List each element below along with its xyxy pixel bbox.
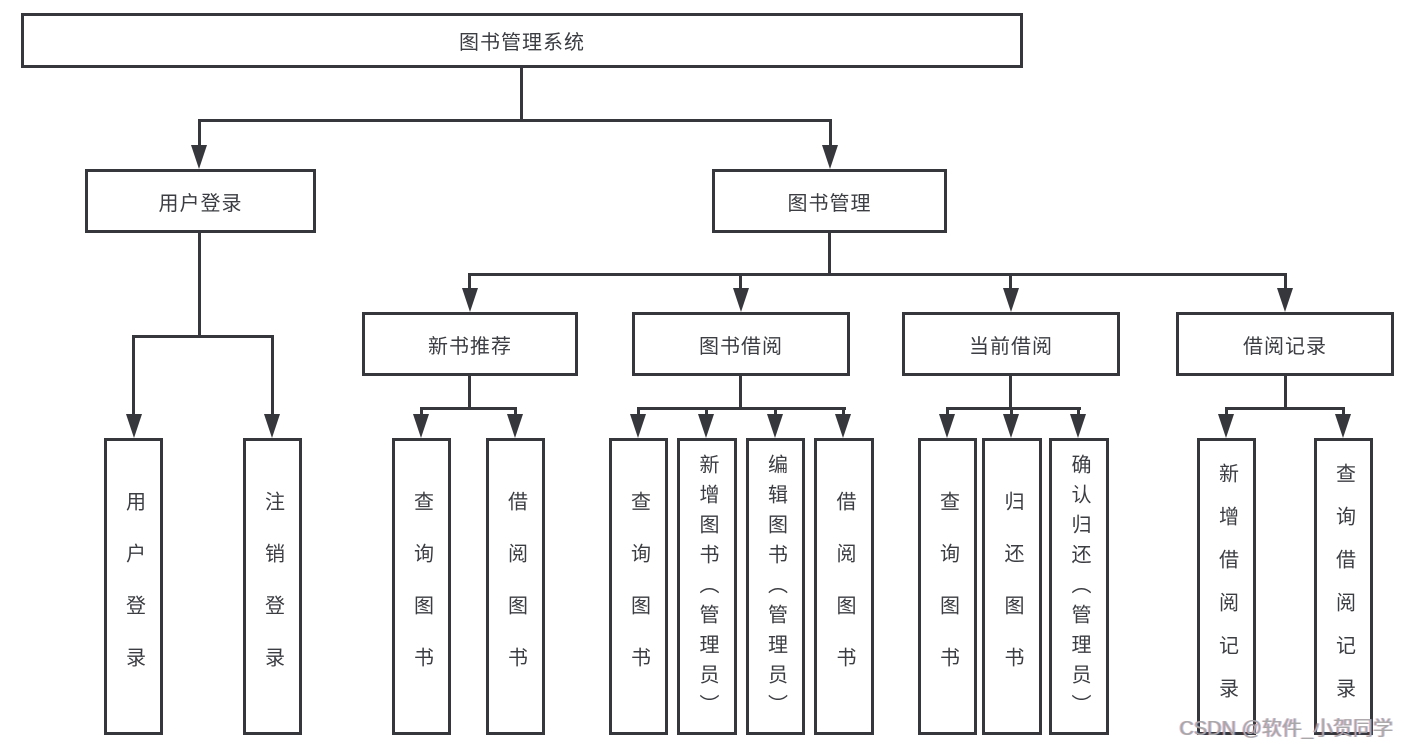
node-new-book-recommend-label: 新书推荐 [428, 335, 512, 358]
watermark-text: CSDN @软件_小贺同学 [1179, 718, 1393, 740]
connector-new-book-stem [468, 376, 471, 410]
arrowhead-return-books [1003, 414, 1019, 438]
leaf-return-books-label: 归还图书 [1001, 490, 1023, 699]
node-library-system-label: 图书管理系统 [459, 32, 585, 54]
arrowhead-borrow-books-1 [507, 414, 523, 438]
leaf-borrow-books-recommend: 借阅图书 [486, 438, 545, 735]
leaf-add-borrow-record: 新增借阅记录 [1197, 438, 1256, 735]
connector-leg-query-record [1342, 407, 1345, 418]
node-book-borrow-label: 图书借阅 [699, 335, 783, 358]
connector-leg-borrow-books-2 [842, 407, 845, 418]
connector-leg-borrow-records [1284, 273, 1287, 290]
connector-leg-add-record [1225, 407, 1228, 418]
arrowhead-query-books-3 [939, 414, 955, 438]
arrowhead-query-books-2 [630, 414, 646, 438]
leaf-edit-books-admin: 编辑图书（管理员） [746, 438, 805, 735]
connector-borrow-records-stem [1284, 376, 1287, 410]
connector-leg-return-books [1010, 407, 1013, 418]
connector-leg-leaf-user-login [132, 335, 135, 417]
node-book-management: 图书管理 [712, 169, 947, 233]
leaf-borrow-books-borrow-label: 借阅图书 [833, 490, 855, 699]
connector-leg-query-books-2 [637, 407, 640, 418]
connector-leg-book-management [829, 119, 832, 147]
connector-login-branch [133, 335, 274, 338]
connector-level2-branch [198, 119, 832, 122]
node-book-borrow: 图书借阅 [632, 312, 850, 376]
arrowhead-book-borrow [733, 288, 749, 312]
arrowhead-user-login [191, 145, 207, 169]
leaf-query-books-current-label: 查询图书 [936, 490, 959, 699]
arrowhead-edit-books [767, 414, 783, 438]
leaf-return-books: 归还图书 [982, 438, 1042, 735]
leaf-query-books-borrow: 查询图书 [609, 438, 668, 735]
arrowhead-confirm-return [1070, 414, 1086, 438]
node-user-login: 用户登录 [85, 169, 316, 233]
arrowhead-new-book [462, 288, 478, 312]
node-book-management-label: 图书管理 [787, 192, 872, 215]
leaf-query-borrow-record-label: 查询借阅记录 [1332, 463, 1355, 721]
arrowhead-query-books-1 [413, 414, 429, 438]
node-library-system: 图书管理系统 [21, 13, 1023, 68]
node-new-book-recommend: 新书推荐 [362, 312, 578, 376]
connector-leg-current-borrow [1009, 273, 1012, 290]
leaf-add-books-admin-label: 新增图书（管理员） [696, 454, 718, 724]
arrowhead-borrow-records [1277, 288, 1293, 312]
node-borrow-records: 借阅记录 [1176, 312, 1394, 376]
connector-book-management-stem [828, 233, 831, 276]
connector-leg-leaf-logout [271, 335, 274, 417]
leaf-confirm-return-admin: 确认归还（管理员） [1049, 438, 1109, 735]
connector-leg-confirm-return [1077, 407, 1080, 418]
connector-borrow-branch [637, 407, 846, 410]
connector-leg-user-login [198, 119, 201, 147]
arrowhead-add-record [1218, 414, 1234, 438]
leaf-query-books-current: 查询图书 [918, 438, 977, 735]
node-current-borrow: 当前借阅 [902, 312, 1120, 376]
leaf-logout-label: 注销登录 [261, 490, 284, 699]
arrowhead-borrow-books-2 [835, 414, 851, 438]
arrowhead-leaf-user-login [126, 414, 142, 438]
node-borrow-records-label: 借阅记录 [1243, 335, 1327, 358]
arrowhead-book-management [822, 145, 838, 169]
connector-user-login-stem [198, 232, 201, 338]
connector-leg-borrow-books-1 [514, 407, 517, 418]
connector-root-stem [520, 68, 523, 120]
leaf-borrow-books-borrow: 借阅图书 [814, 438, 874, 735]
connector-book-borrow-stem [739, 376, 742, 410]
leaf-user-login: 用户登录 [104, 438, 163, 735]
connector-leg-query-books-3 [946, 407, 949, 418]
arrowhead-add-books [698, 414, 714, 438]
connector-current-branch [946, 407, 1081, 410]
node-user-login-label: 用户登录 [158, 192, 243, 215]
leaf-borrow-books-recommend-label: 借阅图书 [504, 490, 527, 699]
leaf-add-borrow-record-label: 新增借阅记录 [1215, 463, 1238, 721]
node-current-borrow-label: 当前借阅 [969, 335, 1053, 358]
leaf-query-books-borrow-label: 查询图书 [627, 490, 650, 699]
connector-leg-book-borrow [739, 273, 742, 290]
connector-leg-edit-books [774, 407, 777, 418]
leaf-user-login-label: 用户登录 [122, 490, 145, 699]
connector-leg-new-book [468, 273, 471, 290]
leaf-query-borrow-record: 查询借阅记录 [1314, 438, 1373, 735]
leaf-edit-books-admin-label: 编辑图书（管理员） [764, 454, 787, 724]
arrowhead-current-borrow [1003, 288, 1019, 312]
arrowhead-leaf-logout [264, 414, 280, 438]
connector-leg-query-books-1 [420, 407, 423, 418]
leaf-query-books-recommend: 查询图书 [392, 438, 451, 735]
connector-current-borrow-stem [1009, 376, 1012, 410]
leaf-confirm-return-admin-label: 确认归还（管理员） [1068, 454, 1090, 724]
leaf-add-books-admin: 新增图书（管理员） [677, 438, 737, 735]
leaf-logout: 注销登录 [243, 438, 302, 735]
leaf-query-books-recommend-label: 查询图书 [410, 490, 433, 699]
arrowhead-query-record [1335, 414, 1351, 438]
connector-recommend-branch [420, 407, 517, 410]
connector-leg-add-books [705, 407, 708, 418]
connector-level3-branch [468, 273, 1287, 276]
connector-records-branch [1225, 407, 1345, 410]
